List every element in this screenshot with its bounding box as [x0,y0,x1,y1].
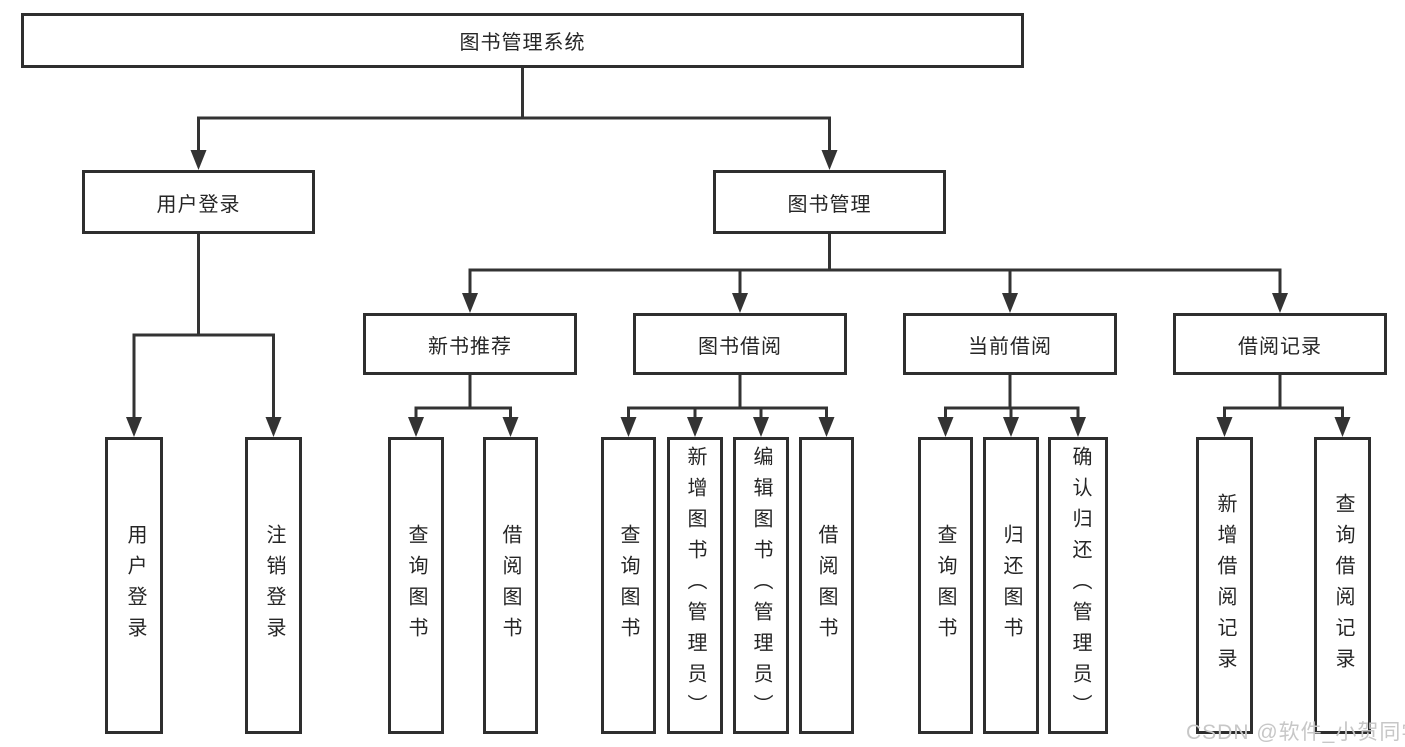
connector-current-borrow-children [944,373,1080,422]
arrowhead [732,293,748,313]
leaf-borrow-query-books: 查询图书 [601,437,656,734]
arrowhead [1334,417,1351,437]
arrowhead [126,417,142,437]
leaf-current-return-books: 归还图书 [983,437,1039,734]
arrowhead [687,417,703,437]
leaf-borrow-edit-books-admin: 编辑图书（管理员） [733,437,789,734]
leaf-borrow-borrow-books: 借阅图书 [799,437,854,734]
leaf-current-confirm-return-admin: 确认归还（管理员） [1048,437,1108,734]
node-root-library-system: 图书管理系统 [21,13,1024,68]
connector-user-login-children [132,232,275,421]
leaf-newbook-borrow-books: 借阅图书 [483,437,538,734]
node-new-book-recommend: 新书推荐 [363,313,577,375]
leaf-records-add-record: 新增借阅记录 [1196,437,1253,734]
arrowhead [1002,293,1018,313]
node-current-borrowing: 当前借阅 [903,313,1117,375]
arrowhead [265,417,282,437]
leaf-borrow-add-books-admin: 新增图书（管理员） [667,437,723,734]
connector-book-borrow-children [627,373,828,422]
arrowhead [462,293,478,313]
arrowhead [753,417,769,437]
arrowhead [408,417,424,437]
leaf-current-query-books: 查询图书 [918,437,973,734]
leaf-newbook-query-books: 查询图书 [388,437,444,734]
arrowhead [818,417,835,437]
csdn-watermark: CSDN @软件_小贺同学 [1186,721,1405,744]
connector-root-to-level2 [197,66,831,154]
arrowhead [821,150,838,170]
connector-new-book-children [414,373,512,422]
arrowhead [1003,417,1019,437]
leaf-records-query-record: 查询借阅记录 [1314,437,1371,734]
leaf-user-login: 用户登录 [105,437,163,734]
arrowhead [1272,293,1288,313]
arrowhead [937,417,954,437]
arrowhead [502,417,519,437]
node-borrow-records: 借阅记录 [1173,313,1387,375]
arrowhead [190,150,207,170]
arrowhead [620,417,637,437]
node-book-borrowing: 图书借阅 [633,313,847,375]
arrowhead [1070,417,1086,437]
leaf-logout: 注销登录 [245,437,302,734]
connector-borrow-records-children [1223,373,1344,422]
arrowhead [1216,417,1233,437]
connector-book-management-children [468,232,1282,297]
node-book-management: 图书管理 [713,170,946,234]
node-user-login: 用户登录 [82,170,315,234]
